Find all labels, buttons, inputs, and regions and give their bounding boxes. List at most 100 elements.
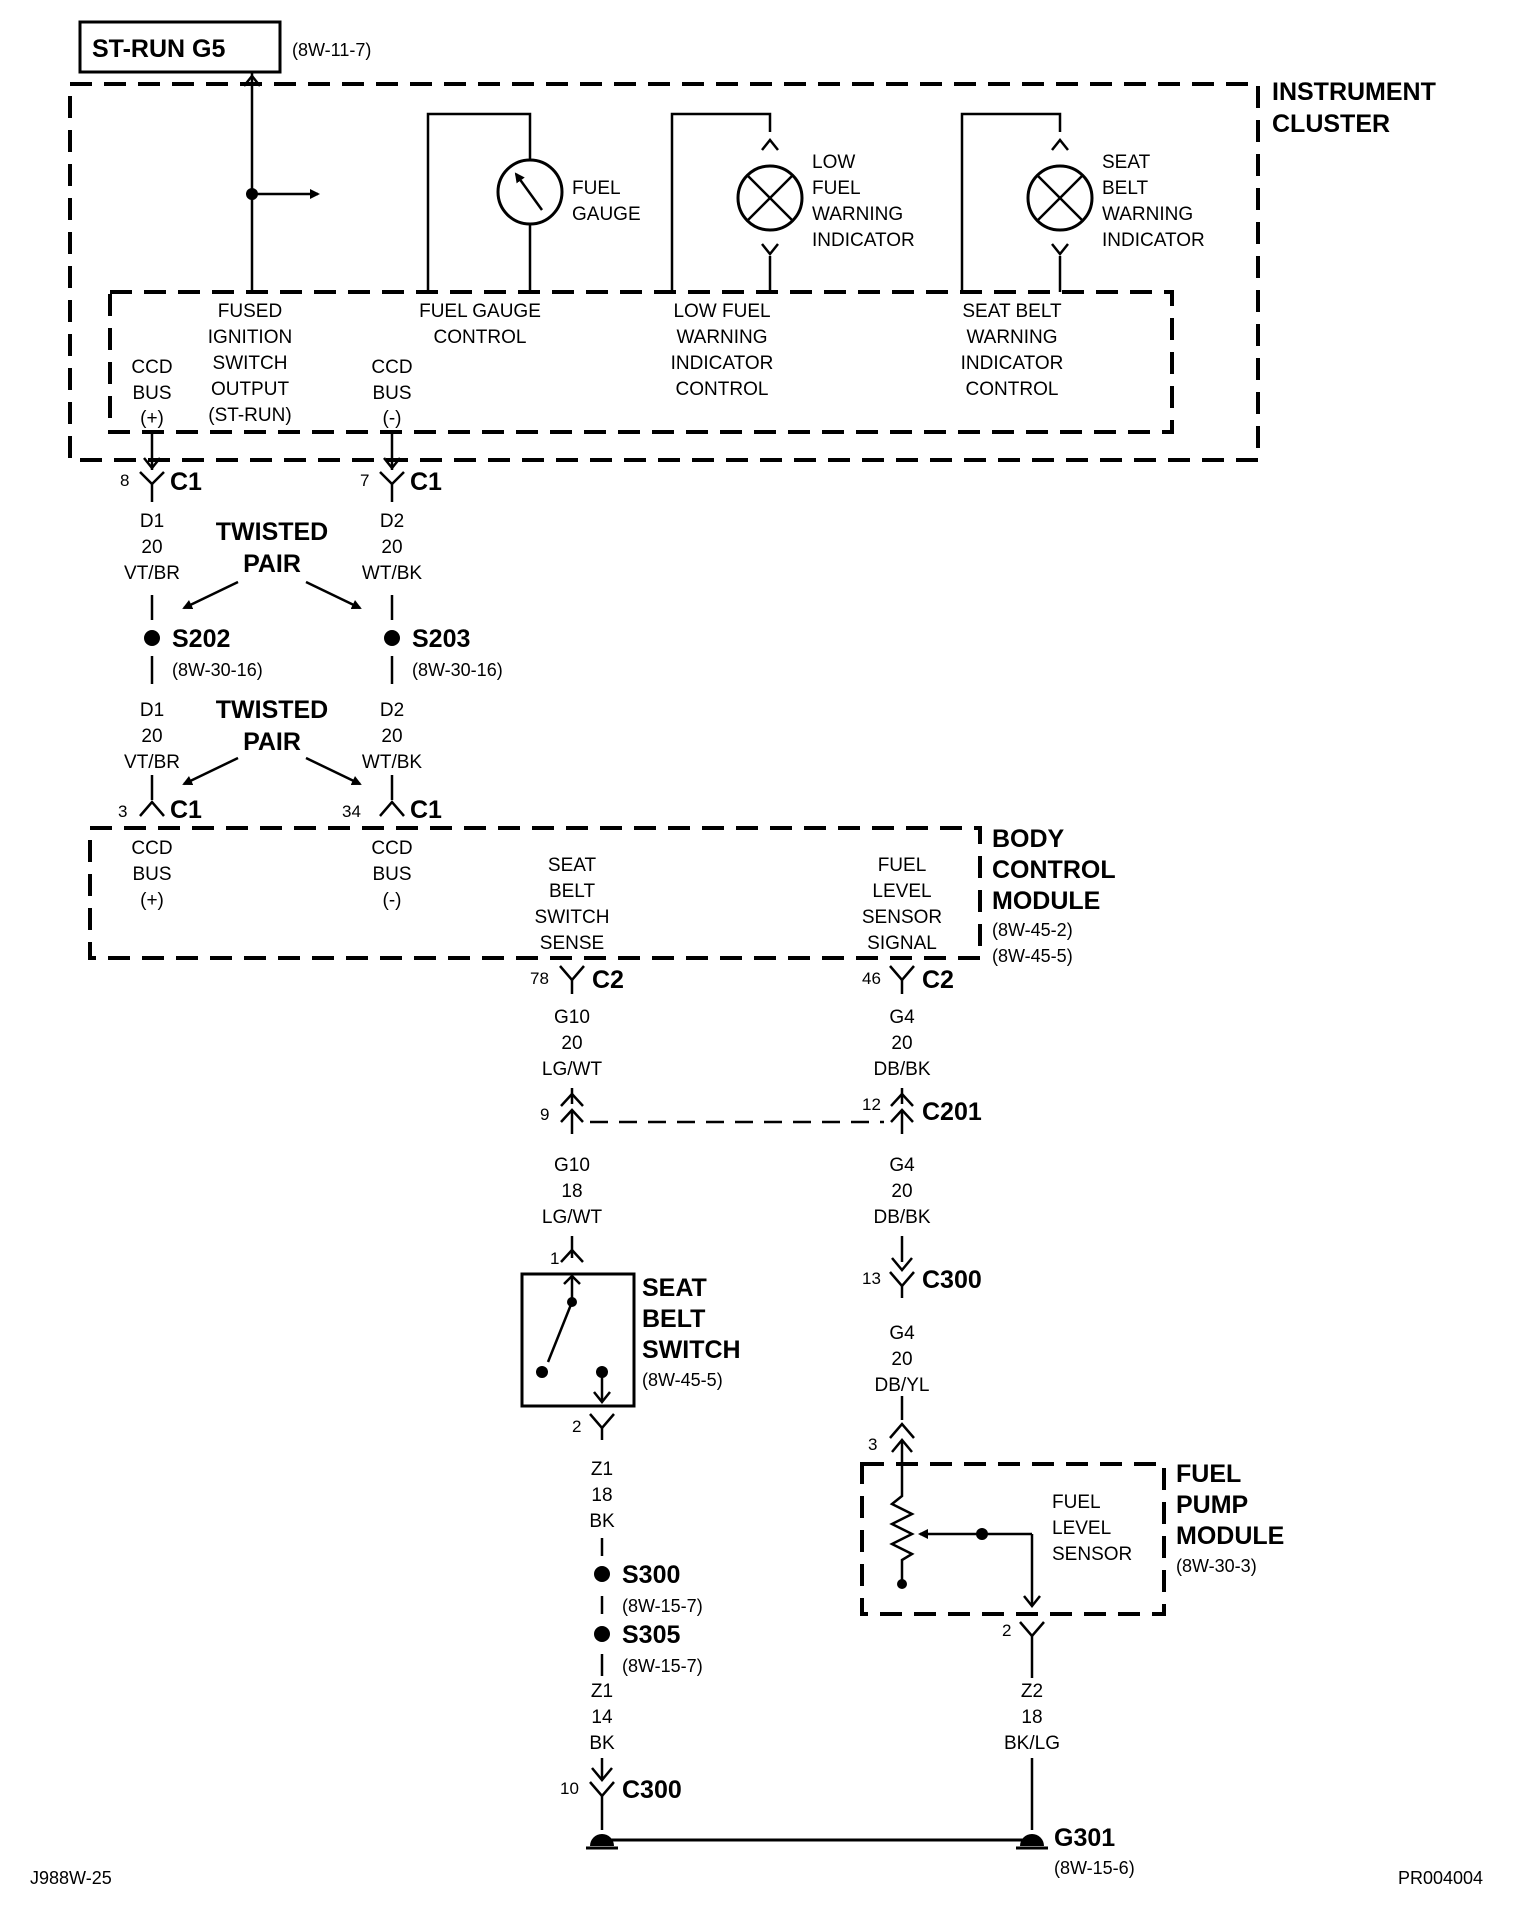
source-ref: (8W-11-7) <box>292 40 371 60</box>
svg-text:SENSOR: SENSOR <box>1052 1544 1132 1565</box>
low-fuel-lamp-label: LOW FUEL WARNING INDICATOR <box>812 152 915 251</box>
switch-pin-2: 2 <box>572 1417 581 1436</box>
ground-bus <box>586 1834 1048 1850</box>
svg-text:LG/WT: LG/WT <box>542 1207 603 1228</box>
svg-text:CCD: CCD <box>131 838 172 859</box>
svg-text:20: 20 <box>141 537 162 558</box>
wire-g4-upper-label: G4 20 DB/BK <box>873 1007 930 1080</box>
cluster-ccd-minus-label: CCD BUS (-) <box>371 357 412 429</box>
twisted-pair-lower: TWISTED PAIR <box>182 696 362 786</box>
cluster-title-1: INSTRUMENT <box>1272 78 1436 106</box>
g4-fuel-level-wire <box>889 1236 915 1476</box>
svg-text:D2: D2 <box>380 700 404 721</box>
svg-text:WARNING: WARNING <box>1102 204 1193 225</box>
svg-text:GAUGE: GAUGE <box>572 204 641 225</box>
wire-z1-lower-label: Z1 14 BK <box>589 1681 615 1754</box>
svg-text:G4: G4 <box>889 1007 915 1028</box>
ccd-minus-wire <box>379 432 405 817</box>
svg-text:PAIR: PAIR <box>243 728 301 756</box>
c1-label-b: C1 <box>410 468 442 496</box>
svg-text:FUEL: FUEL <box>572 178 621 199</box>
svg-text:(8W-45-5): (8W-45-5) <box>642 1370 723 1390</box>
svg-text:VT/BR: VT/BR <box>124 752 180 773</box>
instrument-cluster-outline <box>68 82 1260 462</box>
svg-text:BK: BK <box>589 1511 615 1532</box>
seat-belt-lamp-icon <box>960 112 1094 292</box>
svg-text:PUMP: PUMP <box>1176 1491 1248 1519</box>
low-fuel-lamp-icon <box>670 112 804 292</box>
svg-text:CONTROL: CONTROL <box>992 856 1116 884</box>
svg-text:20: 20 <box>141 726 162 747</box>
svg-text:SEAT: SEAT <box>642 1274 707 1302</box>
splice-s203-dot <box>384 630 400 646</box>
fused-ignition-circuit <box>243 72 320 292</box>
svg-text:20: 20 <box>891 1033 912 1054</box>
svg-text:Z1: Z1 <box>591 1459 613 1480</box>
c300-label-a: C300 <box>922 1266 982 1294</box>
splice-s202-ref: (8W-30-16) <box>172 660 263 680</box>
svg-text:20: 20 <box>891 1349 912 1370</box>
c1-pin-34: 34 <box>342 802 361 821</box>
c1-label-a: C1 <box>170 468 202 496</box>
seat-belt-control-label: SEAT BELT WARNING INDICATOR CONTROL <box>961 301 1064 400</box>
fused-ignition-label: FUSED IGNITION SWITCH OUTPUT (ST-RUN) <box>208 301 292 426</box>
svg-text:(8W-30-3): (8W-30-3) <box>1176 1556 1257 1576</box>
fuel-level-sensor-label: FUEL LEVEL SENSOR <box>1052 1492 1132 1565</box>
svg-text:SWITCH: SWITCH <box>535 907 610 928</box>
svg-text:SIGNAL: SIGNAL <box>867 933 937 954</box>
svg-text:SEAT: SEAT <box>1102 152 1151 173</box>
wire-g4-lower-label: G4 20 DB/YL <box>875 1323 930 1396</box>
splice-s300-ref: (8W-15-7) <box>622 1596 703 1616</box>
svg-text:WARNING: WARNING <box>812 204 903 225</box>
bcm-ccd-minus-label: CCD BUS (-) <box>371 838 412 911</box>
svg-text:SWITCH: SWITCH <box>213 353 288 374</box>
bcm-outline <box>88 826 982 960</box>
svg-text:(-): (-) <box>383 890 402 911</box>
wire-g4-mid-label: G4 20 DB/BK <box>873 1155 930 1228</box>
svg-text:MODULE: MODULE <box>1176 1522 1284 1550</box>
svg-text:VT/BR: VT/BR <box>124 563 180 584</box>
wire-d1-lower-label: D1 20 VT/BR <box>124 700 180 773</box>
c1-label-c: C1 <box>170 796 202 824</box>
svg-text:FUEL: FUEL <box>878 855 927 876</box>
svg-text:(-): (-) <box>383 408 402 429</box>
ground-g301-ref: (8W-15-6) <box>1054 1858 1135 1878</box>
footer-right: PR004004 <box>1398 1868 1483 1888</box>
c300-pin-13: 13 <box>862 1269 881 1288</box>
splice-s203-ref: (8W-30-16) <box>412 660 503 680</box>
svg-text:DB/YL: DB/YL <box>875 1375 930 1396</box>
pump-pin-2: 2 <box>1002 1621 1011 1640</box>
svg-text:14: 14 <box>591 1707 613 1728</box>
fuel-gauge-control-label: FUEL GAUGE CONTROL <box>419 301 541 348</box>
svg-text:DB/BK: DB/BK <box>873 1207 930 1228</box>
svg-text:18: 18 <box>561 1181 582 1202</box>
c300-label-b: C300 <box>622 1776 682 1804</box>
c201-pin-9: 9 <box>540 1105 549 1124</box>
seat-belt-switch-icon <box>520 1236 636 1440</box>
c2-pin-46: 46 <box>862 969 881 988</box>
svg-text:INDICATOR: INDICATOR <box>961 353 1064 374</box>
svg-text:INDICATOR: INDICATOR <box>1102 230 1205 251</box>
c201-label: C201 <box>922 1098 982 1126</box>
wire-z1-upper-label: Z1 18 BK <box>589 1459 615 1532</box>
c1-pin-3: 3 <box>118 802 127 821</box>
svg-text:OUTPUT: OUTPUT <box>211 379 290 400</box>
svg-text:20: 20 <box>381 726 402 747</box>
svg-text:D1: D1 <box>140 700 164 721</box>
svg-text:G10: G10 <box>554 1155 590 1176</box>
svg-text:SENSE: SENSE <box>540 933 604 954</box>
svg-text:BUS: BUS <box>372 864 411 885</box>
svg-text:(ST-RUN): (ST-RUN) <box>208 405 291 426</box>
svg-text:WT/BK: WT/BK <box>362 752 422 773</box>
bcm-ccd-plus-label: CCD BUS (+) <box>131 838 172 911</box>
splice-s305-dot <box>594 1626 610 1642</box>
cluster-control-outline <box>108 290 1174 434</box>
splice-s203-label: S203 <box>412 625 470 653</box>
svg-text:PAIR: PAIR <box>243 550 301 578</box>
svg-text:SENSOR: SENSOR <box>862 907 942 928</box>
svg-text:BUS: BUS <box>372 383 411 404</box>
bcm-fuel-level-signal-label: FUEL LEVEL SENSOR SIGNAL <box>862 855 942 954</box>
splice-s305-label: S305 <box>622 1621 680 1649</box>
cluster-ccd-plus-label: CCD BUS (+) <box>131 357 172 429</box>
svg-text:CONTROL: CONTROL <box>966 379 1059 400</box>
